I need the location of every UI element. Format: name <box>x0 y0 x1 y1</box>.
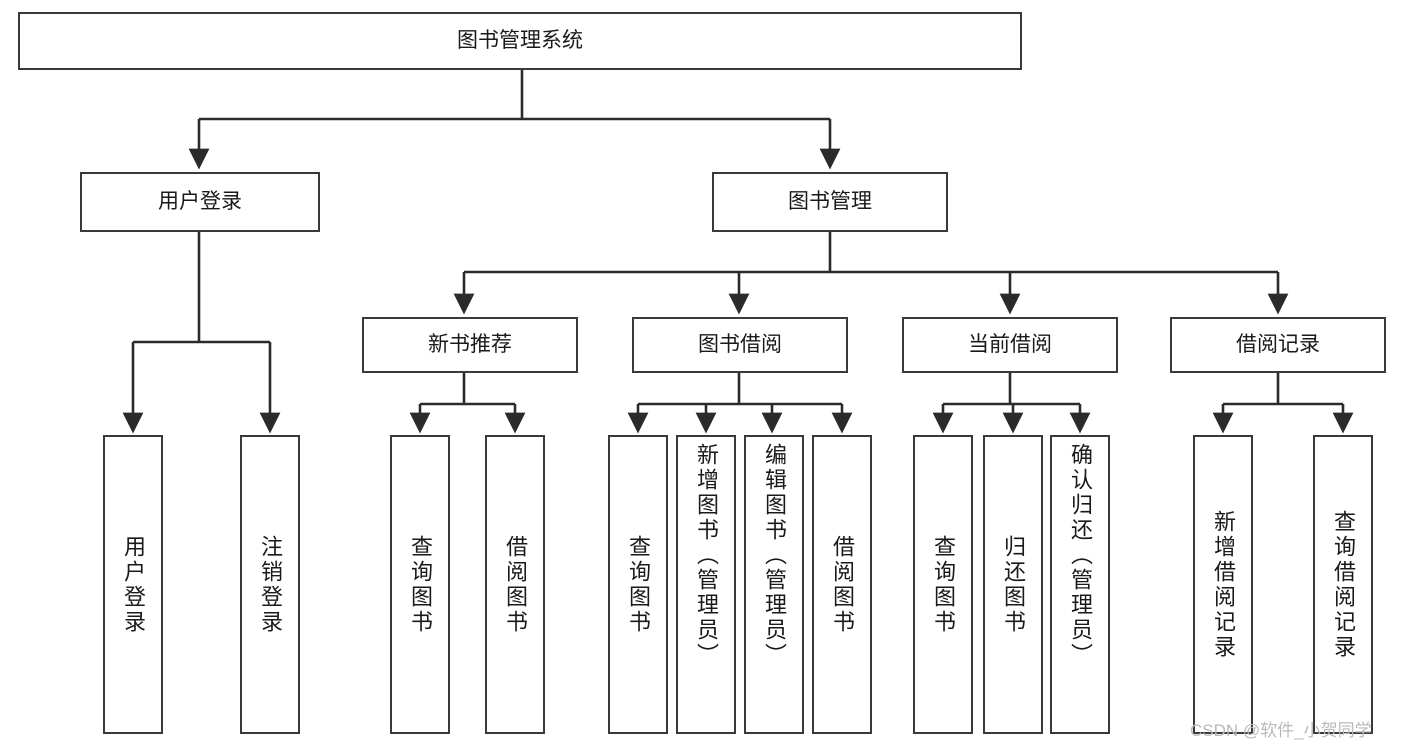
node-borrow-record-label: 借阅记录 <box>1236 332 1320 356</box>
node-leaf-logout[interactable]: 注销登录 <box>240 435 300 734</box>
node-book-manage[interactable]: 图书管理 <box>712 172 948 232</box>
node-leaf-return-book-label: 归还图书 <box>1001 534 1026 635</box>
node-leaf-query-book-borrow[interactable]: 查询图书 <box>608 435 668 734</box>
node-current-borrow-label: 当前借阅 <box>968 332 1052 356</box>
node-leaf-add-record[interactable]: 新增借阅记录 <box>1193 435 1253 734</box>
node-leaf-edit-book-label: 编辑图书（管理员） <box>762 443 787 668</box>
node-leaf-confirm-return[interactable]: 确认归还（管理员） <box>1050 435 1110 734</box>
node-leaf-confirm-return-label: 确认归还（管理员） <box>1068 443 1093 668</box>
node-leaf-add-record-label: 新增借阅记录 <box>1211 509 1236 660</box>
node-new-book-rec-label: 新书推荐 <box>428 332 512 356</box>
node-leaf-query-book-rec-label: 查询图书 <box>408 534 433 635</box>
node-leaf-query-book-current[interactable]: 查询图书 <box>913 435 973 734</box>
node-leaf-query-book-current-label: 查询图书 <box>931 534 956 635</box>
node-leaf-borrow-book[interactable]: 借阅图书 <box>812 435 872 734</box>
node-leaf-borrow-book-label: 借阅图书 <box>830 534 855 635</box>
node-user-login-label: 用户登录 <box>158 189 242 213</box>
node-leaf-borrow-book-rec[interactable]: 借阅图书 <box>485 435 545 734</box>
csdn-watermark: CSDN @软件_小贺同学 <box>1190 721 1372 740</box>
node-leaf-add-book-label: 新增图书（管理员） <box>694 443 719 668</box>
node-leaf-borrow-book-rec-label: 借阅图书 <box>503 534 528 635</box>
node-borrow-record[interactable]: 借阅记录 <box>1170 317 1386 373</box>
node-leaf-edit-book[interactable]: 编辑图书（管理员） <box>744 435 804 734</box>
node-leaf-query-book-borrow-label: 查询图书 <box>626 534 651 635</box>
node-leaf-query-record[interactable]: 查询借阅记录 <box>1313 435 1373 734</box>
node-leaf-user-login-label: 用户登录 <box>121 534 146 635</box>
node-book-manage-label: 图书管理 <box>788 189 872 213</box>
node-leaf-user-login[interactable]: 用户登录 <box>103 435 163 734</box>
node-root-label: 图书管理系统 <box>457 28 583 52</box>
node-leaf-logout-label: 注销登录 <box>258 534 283 635</box>
node-user-login[interactable]: 用户登录 <box>80 172 320 232</box>
node-leaf-query-book-rec[interactable]: 查询图书 <box>390 435 450 734</box>
node-current-borrow[interactable]: 当前借阅 <box>902 317 1118 373</box>
node-root[interactable]: 图书管理系统 <box>18 12 1022 70</box>
node-leaf-add-book[interactable]: 新增图书（管理员） <box>676 435 736 734</box>
node-leaf-query-record-label: 查询借阅记录 <box>1331 509 1356 660</box>
node-leaf-return-book[interactable]: 归还图书 <box>983 435 1043 734</box>
node-new-book-rec[interactable]: 新书推荐 <box>362 317 578 373</box>
node-book-borrow-label: 图书借阅 <box>698 332 782 356</box>
node-book-borrow[interactable]: 图书借阅 <box>632 317 848 373</box>
